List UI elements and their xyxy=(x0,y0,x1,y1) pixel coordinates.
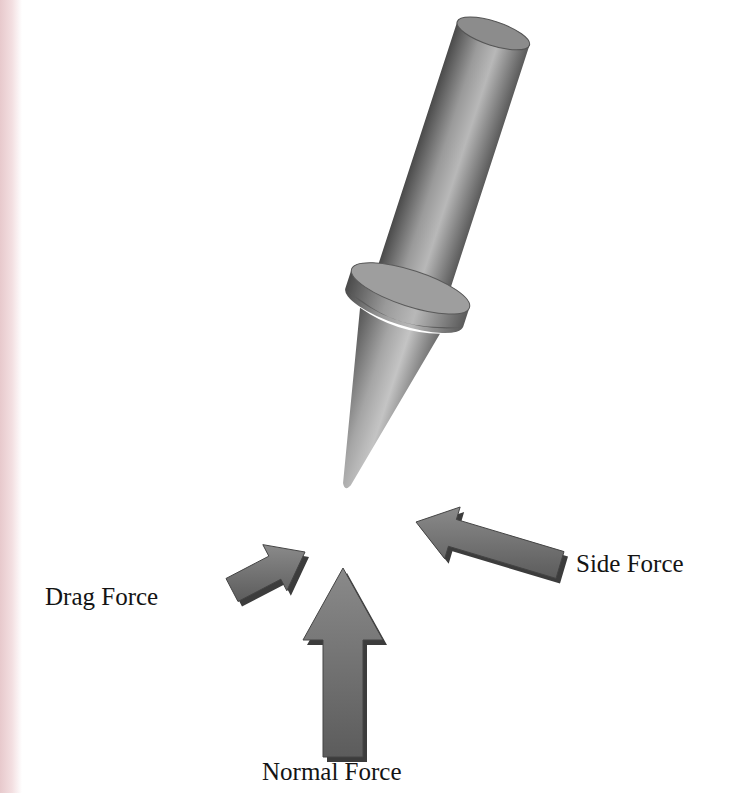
arrow-face xyxy=(416,507,564,578)
force-label: Normal Force xyxy=(262,758,402,786)
side-force-arrow xyxy=(416,507,568,583)
cone-tip xyxy=(306,308,440,501)
force-label: Side Force xyxy=(576,550,684,578)
arrow-face xyxy=(303,568,383,757)
shaft-top xyxy=(453,10,533,56)
arrow-face xyxy=(226,545,305,602)
normal-force-arrow xyxy=(303,568,387,762)
force-label: Drag Force xyxy=(45,583,158,611)
panel xyxy=(22,0,755,793)
shaft xyxy=(372,10,533,306)
tool xyxy=(287,3,556,507)
drag-force-arrow xyxy=(226,545,309,607)
force-arrows xyxy=(226,507,568,762)
